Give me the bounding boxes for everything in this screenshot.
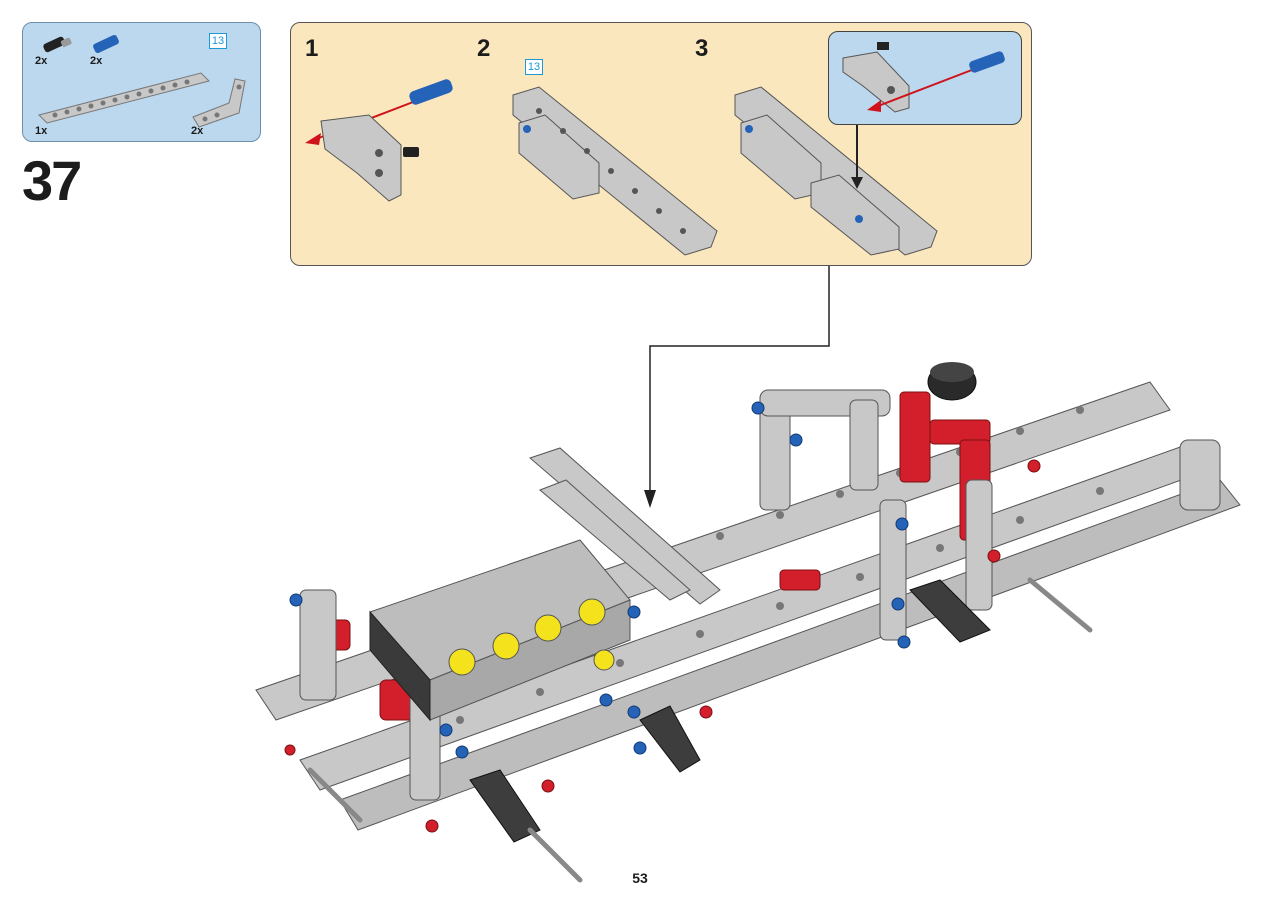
page-number: 53: [632, 870, 648, 886]
substep-3-label: 3: [695, 35, 709, 62]
parts-list-box: 2x 2x 13 1x 2x: [22, 22, 261, 142]
beam-length-badge: 13: [209, 33, 227, 49]
straight-beam-13-icon: [38, 72, 210, 124]
qty-long-beam: 1x: [35, 125, 48, 137]
substep-1-illustration: [305, 79, 453, 202]
substep-1-label: 1: [305, 35, 319, 62]
step-number: 37: [22, 149, 82, 212]
connector-arrow-head: [644, 490, 656, 508]
engine-block: [369, 539, 631, 722]
substep-illustrations: [305, 79, 938, 256]
substep-3-illustration: [734, 86, 938, 256]
qty-blue-pin: 2x: [90, 55, 103, 67]
blue-pins: [289, 401, 911, 759]
angled-beam-icon: [192, 78, 246, 128]
callout-illustration: [842, 42, 1005, 113]
qty-black-pin: 2x: [35, 55, 48, 67]
substep-2-label: 2: [477, 35, 491, 62]
connector-arrow-line: [649, 266, 830, 500]
blue-axle-pin-icon: [93, 34, 119, 54]
qty-angled-beam: 2x: [191, 125, 204, 137]
substep-2-illustration: [512, 86, 718, 256]
black-axle-pin-icon: [43, 36, 72, 53]
substep-length-badge: 13: [525, 59, 543, 75]
callout-box: [828, 31, 1022, 125]
